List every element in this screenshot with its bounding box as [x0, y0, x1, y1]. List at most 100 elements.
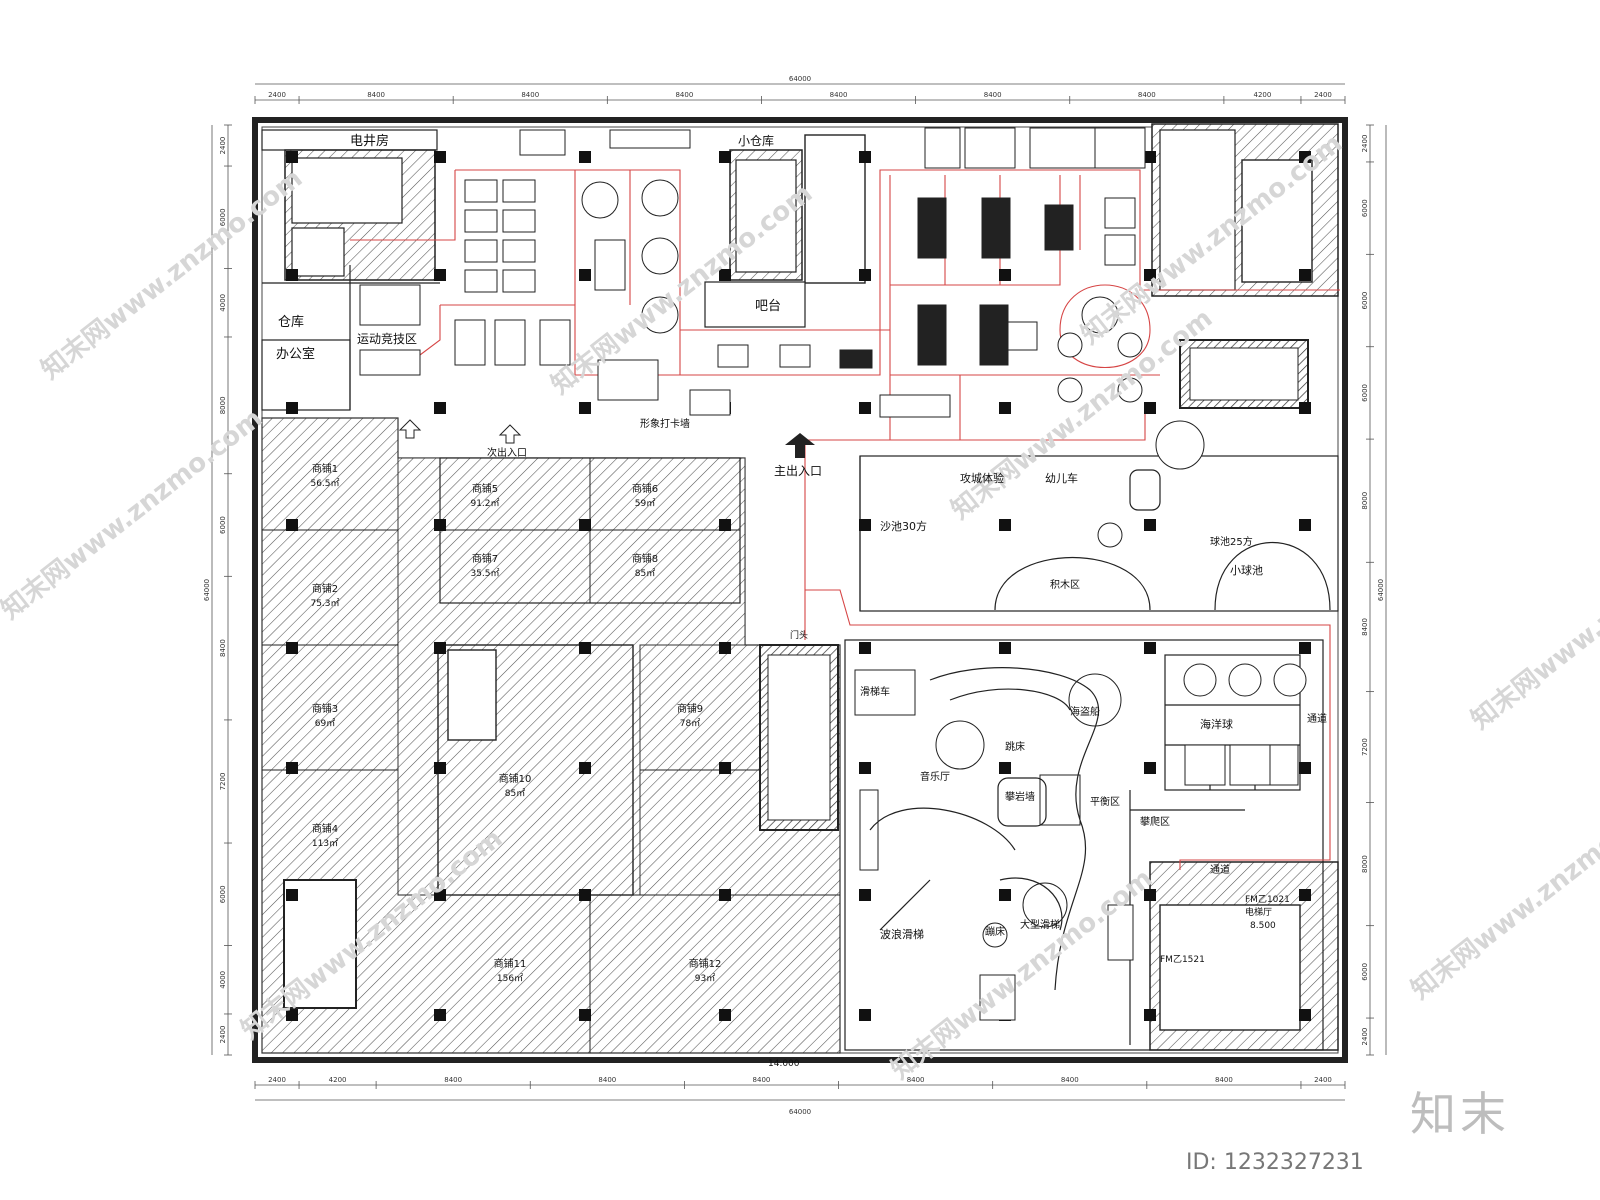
shop-area: 35.5㎡ — [470, 568, 499, 579]
label-large-slide: 大型滑梯 — [1020, 918, 1060, 931]
label-warehouse: 仓库 — [278, 314, 304, 330]
dimension-text: 64000 — [789, 75, 811, 83]
dimension-text: 8400 — [1361, 618, 1369, 636]
column — [1299, 519, 1311, 531]
column — [434, 151, 446, 163]
label-music-room: 音乐厅 — [920, 770, 950, 783]
shop-name: 商铺4 — [312, 822, 338, 835]
dimension-ticks — [224, 96, 1374, 1089]
shop-area: 156㎡ — [497, 973, 523, 984]
label-level-mark-2: 8.500 — [1250, 921, 1276, 931]
label-fm-b: FM乙1021 — [1245, 894, 1290, 905]
dimension-text: 8400 — [1061, 1076, 1079, 1084]
shop-name: 商铺12 — [689, 957, 722, 970]
column — [1144, 889, 1156, 901]
column — [579, 402, 591, 414]
dimension-text: 6000 — [1361, 199, 1369, 217]
dimension-text: 8000 — [1361, 855, 1369, 873]
label-door: 门头 — [790, 629, 808, 641]
label-sports-zone: 运动竞技区 — [357, 332, 417, 346]
dimension-text: 4200 — [329, 1076, 347, 1084]
dimension-text: 8400 — [984, 91, 1002, 99]
dimension-text: 8400 — [367, 91, 385, 99]
label-building: 积木区 — [1050, 579, 1080, 591]
dimension-text: 2400 — [268, 1076, 286, 1084]
dimension-text: 6000 — [219, 885, 227, 903]
shop-area: 78㎡ — [680, 718, 700, 729]
column — [286, 402, 298, 414]
column — [999, 269, 1011, 281]
shop-name: 商铺7 — [472, 552, 498, 565]
watermark-7: 知末网www.znzmo.com — [1406, 783, 1600, 1005]
label-passage-2: 通道 — [1210, 863, 1230, 876]
column — [859, 889, 871, 901]
dimension-text: 2400 — [1361, 1028, 1369, 1046]
shop-name: 商铺5 — [472, 482, 498, 495]
dimension-text: 8400 — [675, 91, 693, 99]
label-balance: 平衡区 — [1090, 796, 1120, 808]
label-climbing-wall: 攀岩墙 — [1005, 790, 1035, 803]
column — [1144, 402, 1156, 414]
shop-name: 商铺9 — [677, 702, 703, 715]
dimension-text: 2400 — [268, 91, 286, 99]
column — [859, 151, 871, 163]
column — [434, 642, 446, 654]
dimension-text: 6000 — [1361, 963, 1369, 981]
label-fm-a: FM乙1521 — [1160, 954, 1205, 965]
label-elevator-hall: 电梯厅 — [1245, 906, 1272, 918]
column — [1299, 151, 1311, 163]
entrance-arrows — [398, 419, 815, 458]
dimension-text: 8400 — [1138, 91, 1156, 99]
shop-name: 商铺6 — [632, 482, 658, 495]
column — [719, 269, 731, 281]
label-level-mark: 14.000 — [768, 1059, 800, 1069]
shop-name: 商铺11 — [494, 957, 527, 970]
column — [1144, 642, 1156, 654]
label-office: 办公室 — [276, 346, 315, 362]
label-drop-tower: 蹦床 — [985, 925, 1005, 938]
column — [434, 1009, 446, 1021]
structural-columns — [286, 151, 1311, 1021]
label-climb: 攀爬区 — [1140, 815, 1170, 828]
column — [999, 889, 1011, 901]
shop-area: 56.5㎡ — [310, 478, 339, 489]
room-labels: 电井房 仓库 办公室 运动竞技区 小仓库 吧台 形象打卡墙 次出入口 主出入口 … — [276, 133, 1327, 1069]
dimension-text: 7200 — [219, 773, 227, 791]
label-secondary-entrance: 次出入口 — [487, 446, 527, 459]
column — [286, 762, 298, 774]
column — [719, 889, 731, 901]
column — [1144, 269, 1156, 281]
column — [1299, 269, 1311, 281]
column — [1144, 1009, 1156, 1021]
shop-area: 69㎡ — [315, 718, 335, 729]
dimension-text: 8400 — [598, 1076, 616, 1084]
column — [579, 889, 591, 901]
column — [579, 269, 591, 281]
shop-area: 91.2㎡ — [470, 498, 499, 509]
watermark-6: 知末网www.znzmo.com — [886, 863, 1158, 1085]
dimension-text: 2400 — [1314, 1076, 1332, 1084]
column — [579, 762, 591, 774]
dimension-text: 6000 — [1361, 384, 1369, 402]
column — [434, 889, 446, 901]
dimension-text: 8400 — [521, 91, 539, 99]
shop-area: 85㎡ — [635, 568, 655, 579]
column — [434, 402, 446, 414]
shop-name: 商铺10 — [499, 772, 532, 785]
label-slide-car: 滑梯车 — [860, 685, 890, 698]
column — [859, 642, 871, 654]
shop-area: 59㎡ — [635, 498, 655, 509]
dimension-text: 8400 — [907, 1076, 925, 1084]
column — [434, 762, 446, 774]
dimension-text: 8400 — [1215, 1076, 1233, 1084]
column — [859, 1009, 871, 1021]
dimension-text: 2400 — [219, 1026, 227, 1044]
shop-name: 商铺8 — [632, 552, 658, 565]
dimension-text: 7200 — [1361, 738, 1369, 756]
shop-name: 商铺3 — [312, 702, 338, 715]
column — [859, 762, 871, 774]
label-ocean-ball: 海洋球 — [1200, 717, 1233, 731]
column — [286, 519, 298, 531]
label-indoor-exp: 攻城体验 — [960, 471, 1004, 485]
